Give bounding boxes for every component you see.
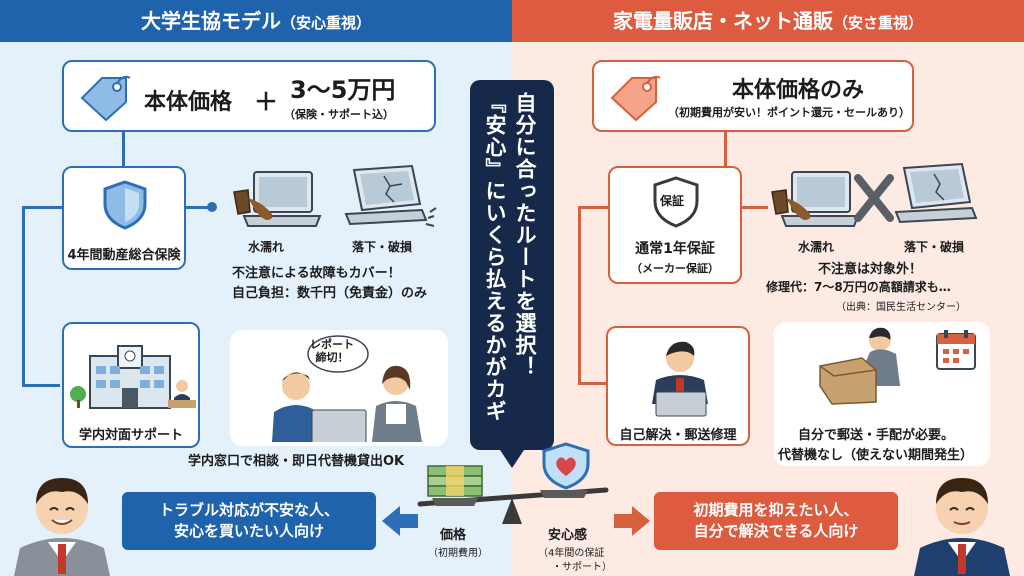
left-header-banner: 大学生協モデル（安心重視） (0, 0, 512, 42)
right-target-pill: 初期費用を抑えたい人、 自分で解決できる人向け (654, 492, 898, 550)
repair-scene-card (774, 322, 990, 466)
right-target-line2: 自分で解決できる人向け (693, 522, 859, 540)
scale-right-sub1: （4年間の保証 (538, 548, 605, 559)
left-connector-top (22, 206, 64, 209)
balance-scale-icon (417, 442, 609, 524)
scale-left-sub: （初期費用） (428, 548, 488, 559)
cross-mark-icon (854, 174, 894, 222)
right-repair-line2: 代替機なし（使えない期間発生） (778, 448, 974, 463)
left-support-label: 学内対面サポート (78, 428, 183, 443)
left-target-pill: トラブル対応が不安な人、 安心を買いたい人向け (122, 492, 376, 550)
right-risk-line1: 不注意は対象外！ (818, 262, 923, 277)
left-price-add: 3〜5万円 (290, 76, 396, 104)
left-arrow-icon (382, 506, 418, 536)
right-label-water: 水濡れ (798, 240, 835, 254)
right-header-banner: 家電量販店・ネット通販（安さ重視） (512, 0, 1024, 42)
price-tag-icon (80, 75, 131, 122)
right-header-sub: （安さ重視） (832, 14, 923, 32)
right-price-note: （初期費用が安い！ポイント還元・セールあり） (668, 106, 910, 119)
center-message-line1: 自分に合ったルートを選択！ (513, 92, 537, 378)
scale-left-label: 価格 (440, 528, 467, 543)
calendar-icon (936, 330, 976, 370)
right-connector-1 (724, 130, 727, 166)
right-price-box: 本体価格のみ （初期費用が安い！ポイント還元・セールあり） (592, 60, 914, 132)
right-connector-right (740, 206, 768, 209)
right-connector-vert (578, 206, 581, 384)
price-tag-icon (610, 75, 661, 122)
right-repair-line1: 自分で郵送・手配が必要。 (798, 428, 955, 443)
center-message-line2: 『安心』にいくら払えるかがカギ (483, 92, 507, 422)
left-price-box: 本体価格 ＋ 3〜5万円 （保険・サポート込） (62, 60, 436, 132)
right-warranty-sub: （メーカー保証） (631, 262, 719, 275)
laptop-water-icon (233, 171, 322, 227)
right-risk-source: （出典：国民生活センター） (836, 302, 966, 313)
warranty-shield-text: 保証 (660, 194, 685, 208)
left-support-desc: 学内窓口で相談・即日代替機貸出OK (188, 454, 405, 469)
right-risk-line2: 修理代：7〜8万円の高額請求も… (766, 280, 951, 294)
heart-shield-icon (542, 442, 590, 490)
scale-right-label: 安心感 (548, 528, 588, 543)
left-price-main: 本体価格 (144, 90, 233, 115)
school-building-icon (70, 345, 196, 409)
left-connector-vert (22, 206, 25, 386)
right-repair-label: 自己解決・郵送修理 (619, 428, 737, 443)
right-arrow-icon (614, 506, 650, 536)
left-label-drop: 落下・破損 (352, 240, 413, 254)
student-avatar-icon (14, 478, 110, 576)
right-connector-bottom (578, 382, 612, 385)
left-support-box: 学内対面サポート (62, 322, 200, 448)
student-avatar-icon (914, 478, 1010, 576)
repair-person-icon (652, 341, 708, 417)
right-connector-top (578, 206, 610, 209)
left-connector-1 (122, 130, 125, 166)
left-header-title: 大学生協モデル (140, 9, 281, 33)
left-header-sub: （安心重視） (280, 14, 371, 32)
shipping-box-icon (819, 327, 900, 405)
left-label-water: 水濡れ (248, 240, 285, 254)
right-target-line1: 初期費用を抑えたい人、 (693, 501, 859, 519)
left-connector-dot (207, 202, 217, 212)
left-target-line2: 安心を買いたい人向け (173, 522, 324, 540)
right-header-title: 家電量販店・ネット通販 (612, 9, 833, 33)
support-staff-icon (272, 335, 422, 442)
money-stack-icon (427, 465, 483, 497)
left-target-line1: トラブル対応が不安な人、 (158, 501, 339, 519)
shield-icon (103, 180, 147, 230)
laptop-cracked-icon (894, 162, 978, 224)
support-scene-card: レポート 締切！ (230, 330, 448, 446)
center-message-card: 自分に合ったルートを選択！ 『安心』にいくら払えるかがカギ (470, 80, 554, 468)
scale-right-sub2: ・サポート） (552, 562, 612, 573)
left-price-note: （保険・サポート込） (284, 108, 394, 121)
left-connector-bottom (22, 384, 60, 387)
right-warranty-label: 通常1年保証 (635, 241, 715, 257)
left-coverage-line1: 不注意による故障もカバー！ (232, 266, 401, 281)
left-coverage-line2: 自己負担：数千円（免責金）のみ (232, 286, 428, 301)
warranty-shield-icon (653, 176, 699, 228)
laptop-water-icon (771, 171, 860, 227)
right-warranty-box: 保証 通常1年保証 （メーカー保証） (608, 166, 742, 284)
support-speech-bubble: レポート 締切！ (310, 338, 354, 364)
right-label-drop: 落下・破損 (904, 240, 965, 254)
right-repair-box: 自己解決・郵送修理 (606, 326, 750, 446)
left-connector-right (185, 206, 213, 209)
left-insurance-label: 4年間動産総合保険 (67, 248, 181, 263)
left-insurance-box: 4年間動産総合保険 (62, 166, 186, 270)
left-price-plus: ＋ (254, 88, 278, 116)
laptop-cracked-icon (344, 164, 437, 227)
right-price-main: 本体価格のみ (732, 78, 865, 103)
